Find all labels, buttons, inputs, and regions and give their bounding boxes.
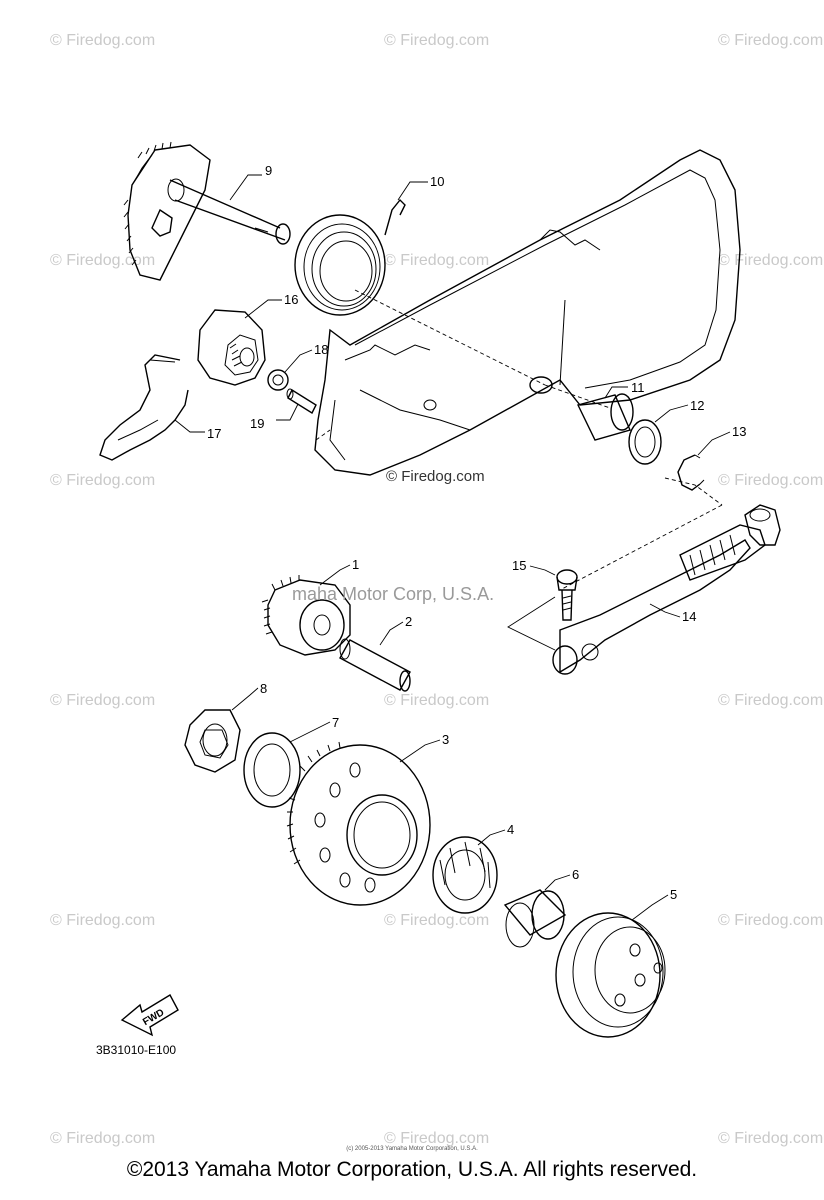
callout-11: 11 xyxy=(631,380,645,395)
collar-11 xyxy=(577,393,634,441)
clutch-housing-5 xyxy=(555,912,666,1038)
bush-6 xyxy=(503,889,567,948)
idle-gear xyxy=(286,741,431,906)
center-watermark: © Firedog.com xyxy=(386,468,485,485)
kick-ratchet xyxy=(197,309,266,386)
bearing-4 xyxy=(432,836,498,914)
kick-crank xyxy=(552,504,781,675)
watermark: © Firedog.com xyxy=(384,912,490,929)
callout-6: 6 xyxy=(572,867,579,882)
shaft-2 xyxy=(339,638,411,692)
callout-19: 19 xyxy=(250,416,264,431)
overlay-watermark: maha Motor Corp, U.S.A. xyxy=(292,584,495,604)
watermark: © Firedog.com xyxy=(50,692,156,709)
callout-18: 18 xyxy=(314,342,328,357)
kick-gear xyxy=(261,575,351,656)
dowel-pin-19 xyxy=(286,388,317,415)
watermark: © Firedog.com xyxy=(718,692,824,709)
callout-9: 9 xyxy=(265,163,272,178)
watermark: © Firedog.com xyxy=(718,32,824,49)
callout-1: 1 xyxy=(352,557,359,572)
callout-17: 17 xyxy=(207,426,221,441)
forward-arrow-icon: FWD xyxy=(120,994,179,1037)
assembly-lines xyxy=(315,289,723,651)
callout-3: 3 xyxy=(442,732,449,747)
washer-12 xyxy=(628,419,662,465)
watermark: © Firedog.com xyxy=(718,912,824,929)
callout-15: 15 xyxy=(512,558,526,573)
watermark: © Firedog.com xyxy=(50,912,156,929)
kick-axle xyxy=(123,141,291,281)
watermark: © Firedog.com xyxy=(718,252,824,269)
callout-2: 2 xyxy=(405,614,412,629)
spring-clip xyxy=(99,354,189,461)
washer-18 xyxy=(267,369,289,391)
watermark: © Firedog.com xyxy=(50,472,156,489)
callout-4: 4 xyxy=(507,822,514,837)
footer-fine-print: (c) 2005-2013 Yamaha Motor Corporation, … xyxy=(346,1146,478,1152)
callout-12: 12 xyxy=(690,398,704,413)
diagram-code: 3B31010-E100 xyxy=(96,1043,177,1057)
crankcase-cover xyxy=(314,149,741,476)
callout-10: 10 xyxy=(430,174,444,189)
callout-8: 8 xyxy=(260,681,267,696)
bolt-15 xyxy=(556,569,578,621)
leader-lines xyxy=(174,174,731,921)
circlip-13 xyxy=(677,454,705,491)
watermark: © Firedog.com xyxy=(384,1130,490,1147)
watermark: © Firedog.com xyxy=(718,1130,824,1147)
watermark: © Firedog.com xyxy=(718,472,824,489)
watermark: © Firedog.com xyxy=(384,252,490,269)
watermark: © Firedog.com xyxy=(50,252,156,269)
callout-16: 16 xyxy=(284,292,298,307)
callout-5: 5 xyxy=(670,887,677,902)
callout-14: 14 xyxy=(682,609,696,624)
nut-8 xyxy=(184,709,241,773)
watermark: © Firedog.com xyxy=(384,32,490,49)
watermark: © Firedog.com xyxy=(384,692,490,709)
copyright-footer: ©2013 Yamaha Motor Corporation, U.S.A. A… xyxy=(126,1158,698,1181)
watermark: © Firedog.com xyxy=(50,32,156,49)
callout-13: 13 xyxy=(732,424,746,439)
washer-7 xyxy=(243,732,301,808)
watermark: © Firedog.com xyxy=(50,1130,156,1147)
torsion-spring xyxy=(294,198,406,316)
callout-7: 7 xyxy=(332,715,339,730)
